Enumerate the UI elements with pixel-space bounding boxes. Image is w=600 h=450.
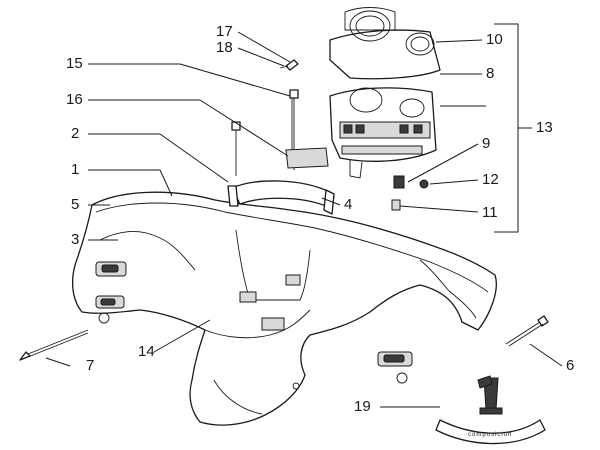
callout-15: 15 [66, 55, 83, 72]
instrument-cluster [329, 87, 437, 179]
callout-7: 7 [86, 357, 95, 374]
callout-2: 2 [71, 125, 80, 142]
callout-13: 13 [536, 119, 553, 136]
mounting-bracket [227, 180, 335, 215]
callout-5: 5 [71, 196, 80, 213]
callout-4: 4 [344, 196, 353, 213]
callout-16: 16 [66, 91, 83, 108]
callout-3: 3 [71, 231, 80, 248]
callout-1: 1 [71, 161, 80, 178]
callout-8: 8 [486, 65, 495, 82]
callout-9: 9 [482, 135, 491, 152]
callout-12: 12 [482, 171, 499, 188]
callout-17: 17 [216, 23, 233, 40]
callout-10: 10 [486, 31, 503, 48]
callout-19: 19 [354, 398, 371, 415]
instrument-bezel [329, 7, 441, 80]
callout-6: 6 [566, 357, 575, 374]
small-fasteners [19, 59, 549, 361]
callout-11: 11 [482, 204, 498, 221]
callout-14: 14 [138, 343, 155, 360]
composicion-badge [435, 375, 546, 445]
leader-lines [45, 23, 563, 408]
handlebar-cover [71, 191, 497, 426]
badge-text: composicion [468, 432, 513, 438]
callout-18: 18 [216, 39, 233, 56]
